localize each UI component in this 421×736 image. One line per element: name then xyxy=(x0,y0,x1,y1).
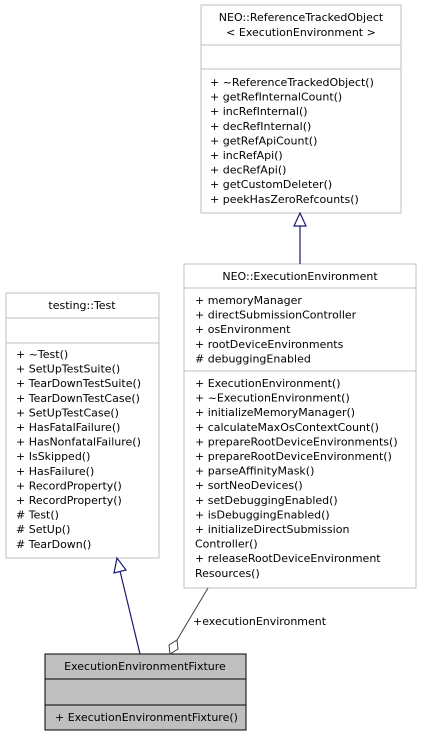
method-item: + isDebuggingEnabled() xyxy=(195,508,330,521)
method-item: + sortNeoDevices() xyxy=(195,479,303,492)
attribute-item: + rootDeviceEnvironments xyxy=(195,338,344,351)
method-item: + SetUpTestSuite() xyxy=(16,363,120,376)
class-execution-environment-fixture[interactable]: ExecutionEnvironmentFixture + ExecutionE… xyxy=(44,653,247,731)
method-item: Resources() xyxy=(195,567,260,580)
method-item: + getRefInternalCount() xyxy=(210,91,342,104)
attribute-item: + directSubmissionController xyxy=(195,309,357,322)
attribute-list: + memoryManager + directSubmissionControl… xyxy=(195,294,357,365)
method-item: + initializeMemoryManager() xyxy=(195,406,355,419)
method-item: + incRefApi() xyxy=(210,149,283,162)
class-execution-environment[interactable]: NEO::ExecutionEnvironment + memoryManage… xyxy=(183,263,417,589)
method-list: + ExecutionEnvironment() + ~ExecutionEnvi… xyxy=(195,377,398,580)
method-item: + decRefInternal() xyxy=(210,120,311,133)
method-list: + ~ReferenceTrackedObject() + getRefInter… xyxy=(210,76,374,206)
method-item: # Test() xyxy=(16,509,59,522)
method-item: + decRefApi() xyxy=(210,164,286,177)
method-item: + releaseRootDeviceEnvironment xyxy=(195,552,381,565)
inheritance-arrowhead xyxy=(113,556,128,574)
class-title: ExecutionEnvironmentFixture xyxy=(64,660,226,673)
composition-edge-execution-environment: +executionEnvironment xyxy=(168,587,327,655)
class-reference-tracked-object[interactable]: NEO::ReferenceTrackedObject < ExecutionE… xyxy=(200,4,402,214)
method-item: + ExecutionEnvironmentFixture() xyxy=(55,711,238,724)
composition-diamond xyxy=(168,639,179,655)
method-item: + ~ReferenceTrackedObject() xyxy=(210,76,374,89)
method-item: + incRefInternal() xyxy=(210,105,308,118)
composition-label: +executionEnvironment xyxy=(193,615,327,628)
method-item: + HasFatalFailure() xyxy=(16,421,120,434)
method-item: + RecordProperty() xyxy=(16,479,122,492)
method-item: + prepareRootDeviceEnvironment() xyxy=(195,450,392,463)
method-item: + TearDownTestSuite() xyxy=(16,377,141,390)
method-item: + SetUpTestCase() xyxy=(16,406,119,419)
method-item: + TearDownTestCase() xyxy=(16,392,140,405)
method-item: + HasNonfatalFailure() xyxy=(16,436,141,449)
method-item: + HasFailure() xyxy=(16,465,94,478)
method-item: + getCustomDeleter() xyxy=(210,178,332,191)
attribute-item: + osEnvironment xyxy=(195,323,291,336)
method-item: # SetUp() xyxy=(16,523,70,536)
method-item: + setDebuggingEnabled() xyxy=(195,494,338,507)
method-list: + ~Test()+ SetUpTestSuite()+ TearDownTes… xyxy=(16,348,141,551)
method-item: + peekHasZeroRefcounts() xyxy=(210,193,359,206)
inheritance-arrowhead xyxy=(293,211,307,227)
class-title: testing::Test xyxy=(48,299,116,312)
method-item: + calculateMaxOsContextCount() xyxy=(195,421,379,434)
method-item: + IsSkipped() xyxy=(16,450,90,463)
attribute-item: # debuggingEnabled xyxy=(195,352,311,365)
method-item: # TearDown() xyxy=(16,538,91,551)
method-item: + parseAffinityMask() xyxy=(195,465,314,478)
inheritance-edge-fixture-to-test xyxy=(113,556,141,655)
method-item: Controller() xyxy=(195,538,258,551)
method-item: + prepareRootDeviceEnvironments() xyxy=(195,435,398,448)
attribute-item: + memoryManager xyxy=(195,294,302,307)
inheritance-edge-execution-env-to-reftracked xyxy=(293,211,307,264)
class-testing-test[interactable]: testing::Test + ~Test()+ SetUpTestSuite(… xyxy=(5,292,160,559)
class-title: NEO::ReferenceTrackedObject xyxy=(219,11,384,24)
method-item: + initializeDirectSubmission xyxy=(195,523,349,536)
method-item: + ~Test() xyxy=(16,348,68,361)
method-item: + getRefApiCount() xyxy=(210,134,317,147)
class-title: < ExecutionEnvironment > xyxy=(226,26,376,39)
method-item: + RecordProperty() xyxy=(16,494,122,507)
method-item: + ~ExecutionEnvironment() xyxy=(195,392,350,405)
method-item: + ExecutionEnvironment() xyxy=(195,377,341,390)
class-title: NEO::ExecutionEnvironment xyxy=(222,270,378,283)
